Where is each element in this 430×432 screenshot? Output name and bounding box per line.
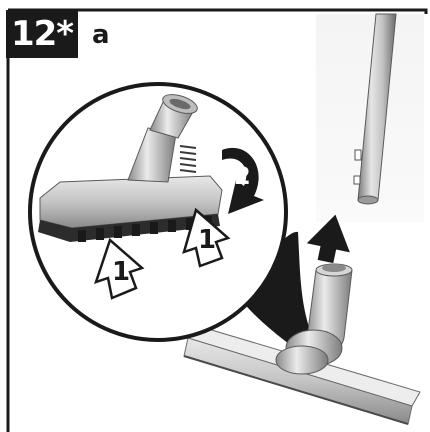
wand-tube: [353, 13, 397, 205]
callout-wedge: [238, 231, 310, 346]
floor-tool-head: [183, 325, 421, 425]
press-arrow-right-icon: [182, 207, 231, 268]
press-arrow-left-icon: [94, 237, 145, 300]
step-sub-label: a: [92, 20, 110, 50]
press-step-label-left: 1: [112, 257, 130, 287]
rotate-arrow-icon: [222, 147, 264, 214]
step-number-badge: 12*: [6, 10, 78, 58]
rotate-step-label: 2: [234, 162, 251, 190]
press-step-label-right: 1: [198, 225, 216, 255]
turbine-tool: [38, 94, 223, 242]
connect-arrow-icon: [306, 214, 350, 264]
